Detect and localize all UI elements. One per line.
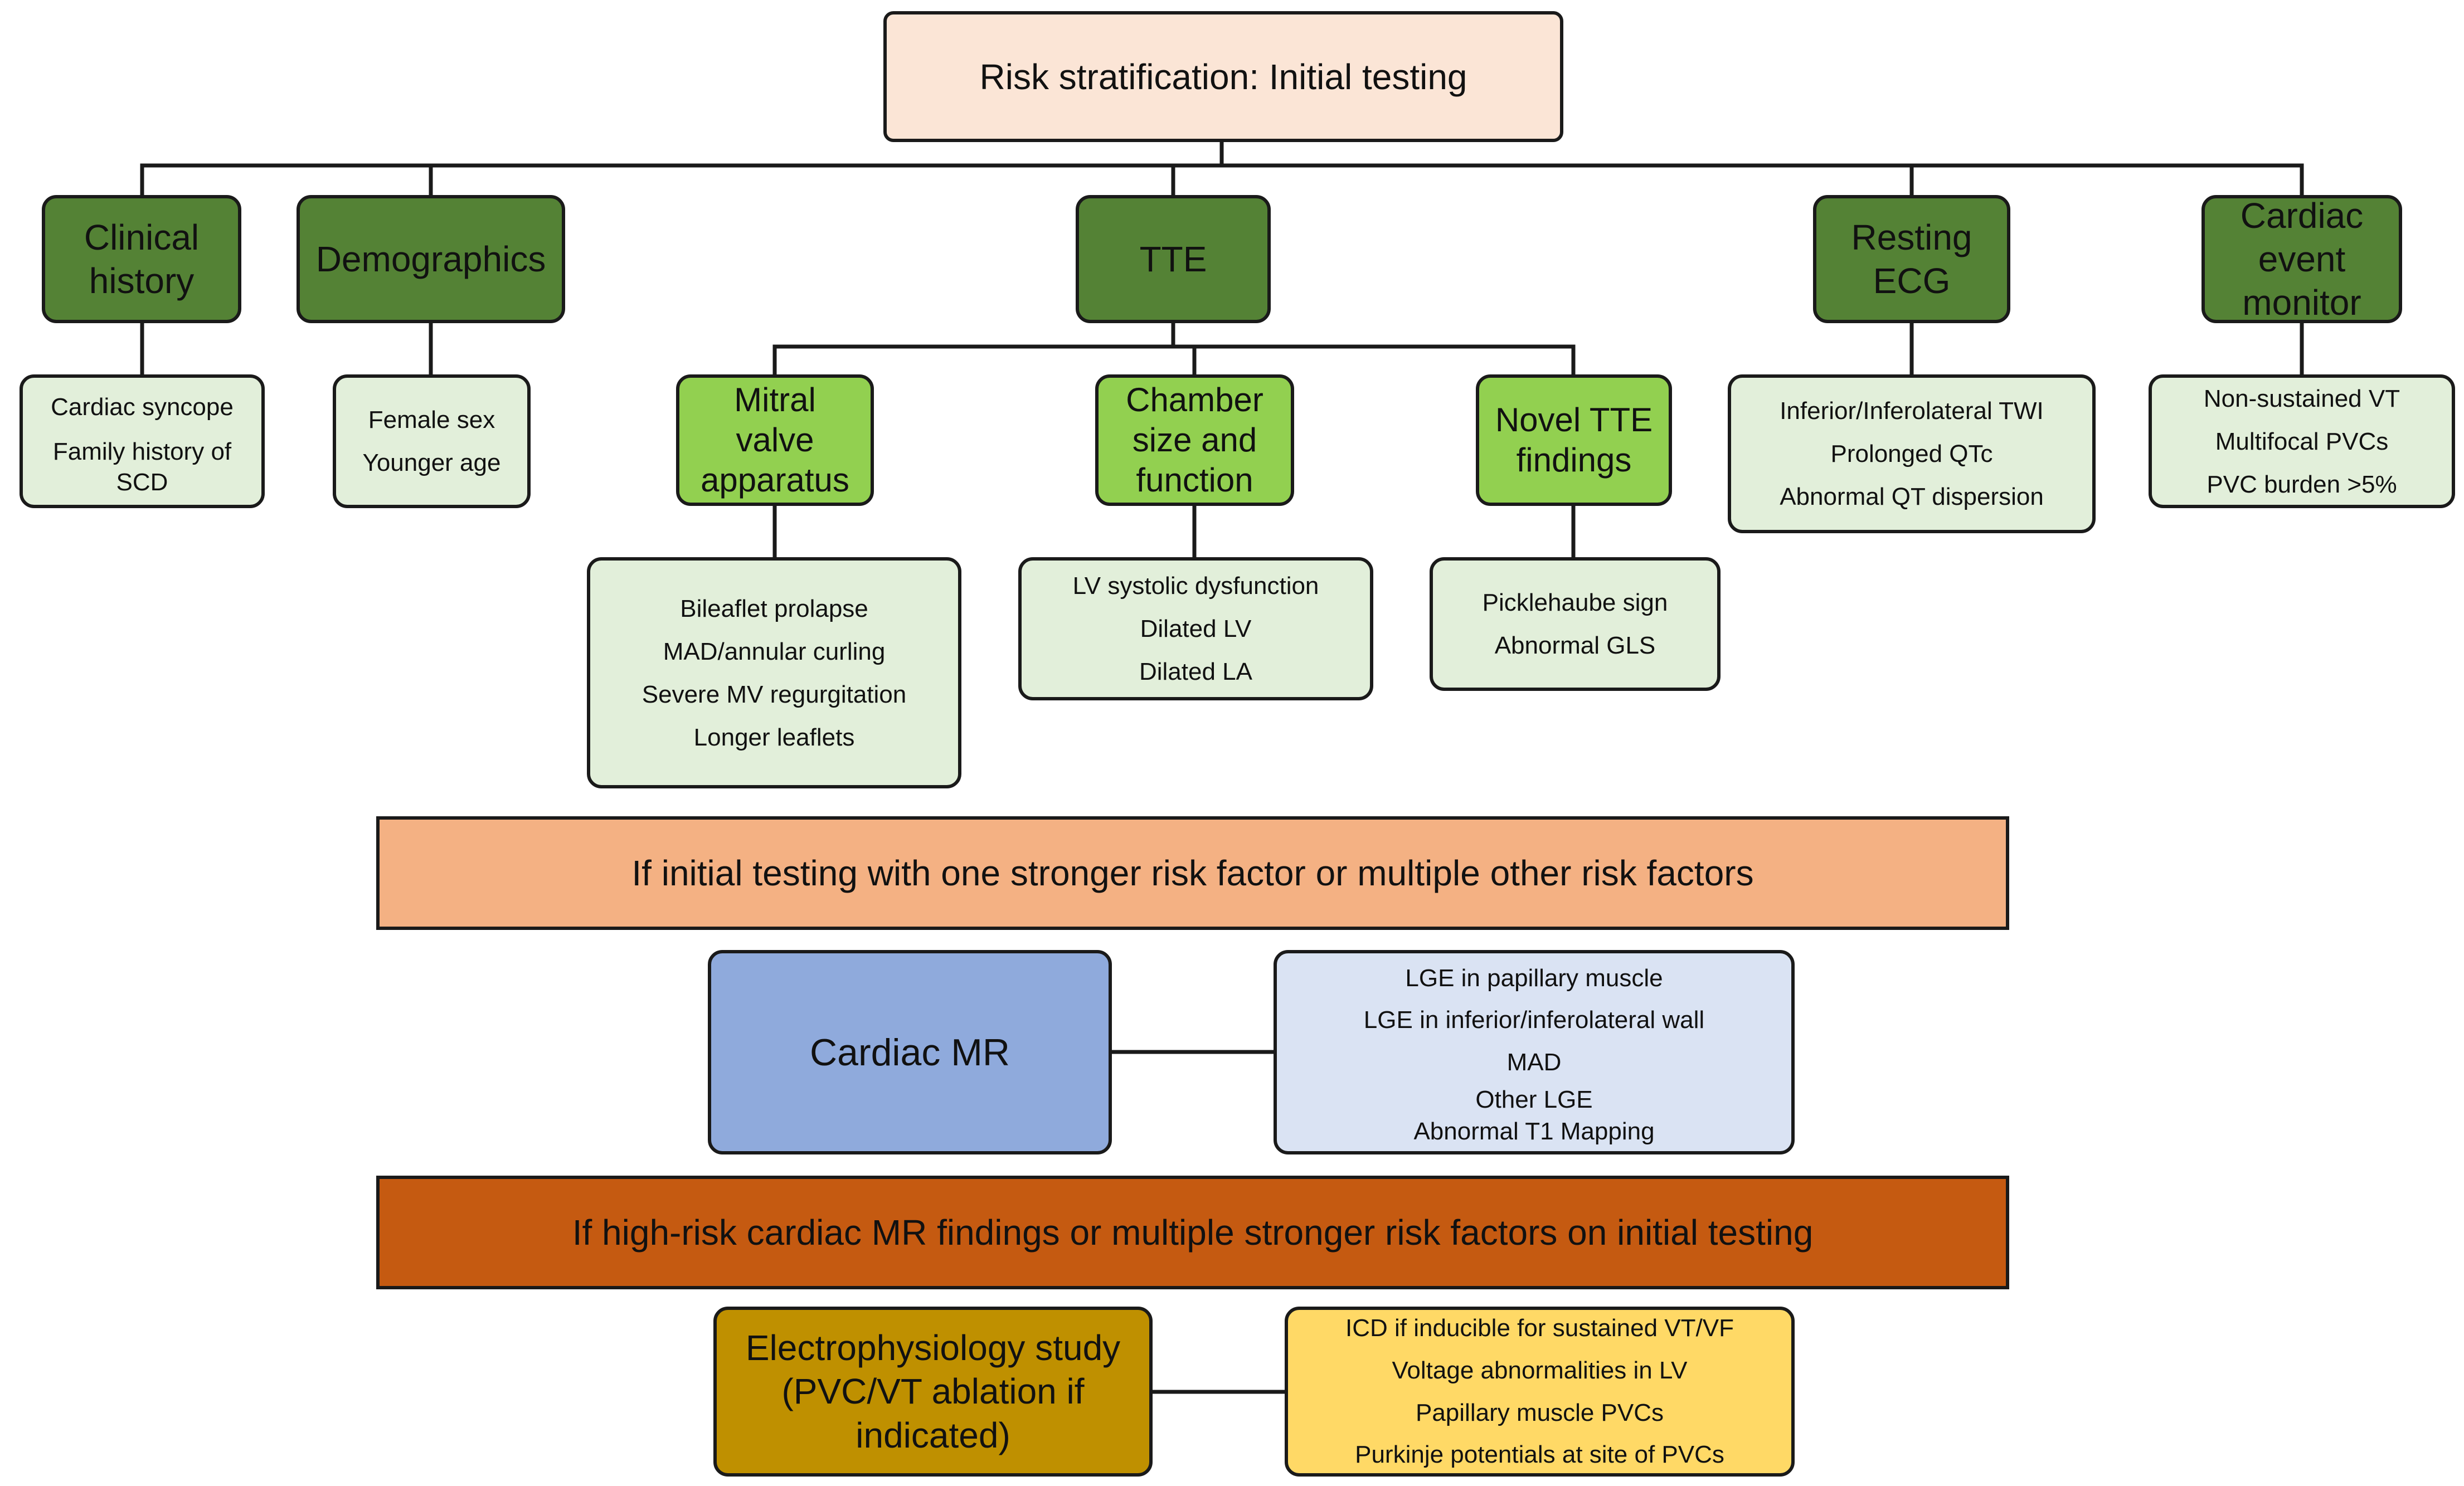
list-item: MAD/annular curling: [663, 637, 886, 665]
list-item: Bileaflet prolapse: [680, 595, 868, 622]
clinical-history-box: Clinical history: [42, 195, 241, 323]
title-box: Risk stratification: Initial testing: [883, 11, 1563, 142]
list-item: Cardiac syncope: [51, 393, 234, 421]
electrophysiology-study-box: Electrophysiology study (PVC/VT ablation…: [713, 1307, 1153, 1477]
list-item: Longer leaflets: [693, 723, 855, 751]
list-item: LGE in papillary muscle: [1405, 964, 1663, 992]
list-item: Other LGE: [1475, 1085, 1593, 1113]
list-item: Dilated LV: [1140, 615, 1252, 642]
list-item: Multifocal PVCs: [2215, 427, 2389, 455]
list-item: Prolonged QTc: [1830, 440, 1993, 467]
demographics-items: Female sex Younger age: [333, 374, 531, 508]
list-item: Female sex: [368, 406, 495, 433]
escalation-band-2: If high-risk cardiac MR findings or mult…: [376, 1176, 2009, 1289]
resting-ecg-items: Inferior/Inferolateral TWI Prolonged QTc…: [1728, 374, 2096, 533]
list-item: LGE in inferior/inferolateral wall: [1363, 1006, 1705, 1034]
demographics-box: Demographics: [297, 195, 565, 323]
list-item: Family history of: [52, 437, 232, 465]
list-item: Dilated LA: [1139, 658, 1252, 685]
list-item: Abnormal T1 Mapping: [1413, 1118, 1655, 1145]
list-item: Inferior/Inferolateral TWI: [1780, 397, 2044, 425]
list-item: SCD: [116, 468, 168, 496]
novel-tte-findings-box: Novel TTE findings: [1476, 374, 1672, 506]
list-item: Purkinje potentials at site of PVCs: [1355, 1441, 1724, 1469]
list-item: Non-sustained VT: [2203, 384, 2400, 412]
electrophysiology-items: ICD if inducible for sustained VT/VF Vol…: [1285, 1307, 1795, 1477]
list-item: Younger age: [362, 449, 501, 476]
cardiac-event-monitor-box: Cardiac event monitor: [2201, 195, 2402, 323]
tte-box: TTE: [1076, 195, 1271, 323]
list-item: ICD if inducible for sustained VT/VF: [1345, 1314, 1734, 1342]
list-item: Voltage abnormalities in LV: [1392, 1356, 1688, 1384]
cardiac-mr-items: LGE in papillary muscle LGE in inferior/…: [1274, 950, 1795, 1154]
list-item: Abnormal QT dispersion: [1780, 483, 2044, 510]
list-item: MAD: [1506, 1049, 1562, 1076]
cardiac-event-monitor-items: Non-sustained VT Multifocal PVCs PVC bur…: [2149, 374, 2455, 508]
cardiac-mr-box: Cardiac MR: [708, 950, 1112, 1154]
list-item: Severe MV regurgitation: [641, 680, 907, 708]
clinical-history-items: Cardiac syncope Family history of SCD: [20, 374, 265, 508]
mitral-valve-apparatus-box: Mitral valve apparatus: [676, 374, 874, 506]
chamber-size-function-box: Chamber size and function: [1095, 374, 1294, 506]
novel-tte-items: Picklehaube sign Abnormal GLS: [1430, 557, 1721, 691]
list-item: Abnormal GLS: [1494, 632, 1656, 659]
list-item: Papillary muscle PVCs: [1415, 1399, 1664, 1426]
escalation-band-1: If initial testing with one stronger ris…: [376, 816, 2009, 930]
list-item: LV systolic dysfunction: [1072, 572, 1319, 600]
list-item: Picklehaube sign: [1482, 589, 1668, 616]
mitral-valve-items: Bileaflet prolapse MAD/annular curling S…: [587, 557, 961, 788]
list-item: PVC burden >5%: [2207, 470, 2397, 498]
chamber-size-items: LV systolic dysfunction Dilated LV Dilat…: [1018, 557, 1373, 700]
title-text: Risk stratification: Initial testing: [979, 56, 1467, 97]
resting-ecg-box: Resting ECG: [1813, 195, 2010, 323]
